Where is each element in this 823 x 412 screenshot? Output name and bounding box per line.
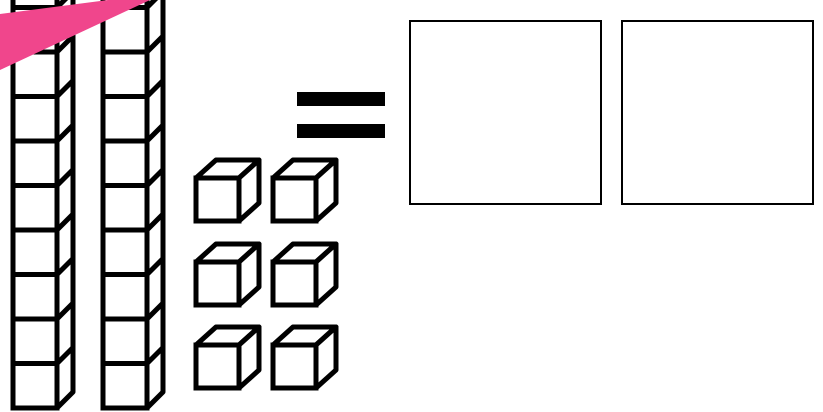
unit-cube [13,364,57,409]
tens-rod [13,0,73,408]
unit-cube [103,364,147,409]
unit-cube [103,319,147,364]
unit-cube [103,141,147,186]
unit-cube [103,186,147,231]
unit-cube [103,97,147,142]
ones-cube [196,160,259,221]
equals-sign [297,92,385,138]
ones-cube [196,327,259,388]
unit-cube [13,230,57,275]
unit-cube [13,319,57,364]
unit-cube [103,275,147,320]
tens-rods-group [13,0,163,408]
ones-cube [273,160,336,221]
ones-cubes-group [196,160,336,388]
answer-box-ones[interactable] [621,20,814,205]
tens-rod [103,0,163,408]
unit-cube [13,97,57,142]
unit-cube [13,186,57,231]
ones-cube [273,327,336,388]
answer-box-tens[interactable] [409,20,602,205]
ones-cube [196,244,259,305]
unit-cube [13,141,57,186]
unit-cube [103,230,147,275]
ones-cube [273,244,336,305]
unit-cube [13,275,57,320]
unit-cube [103,52,147,97]
